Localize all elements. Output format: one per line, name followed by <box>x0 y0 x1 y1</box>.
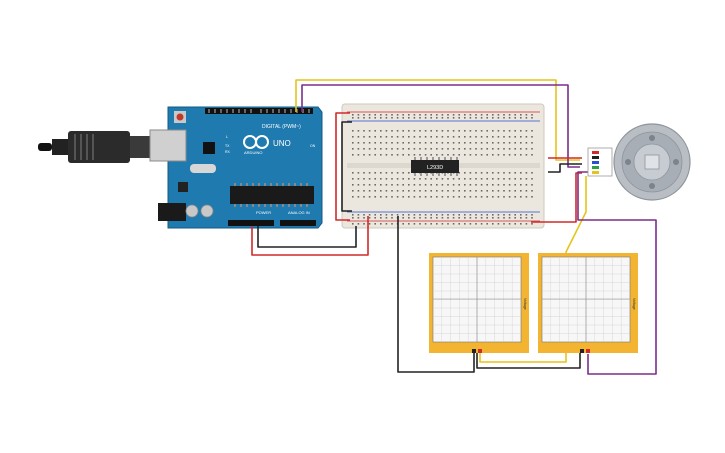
wire-yellow-top[interactable] <box>295 79 580 161</box>
arduino-logo <box>243 135 269 149</box>
usb-port <box>149 129 187 162</box>
plotter-terminal-negative[interactable] <box>472 349 476 353</box>
wire-purple-top[interactable] <box>301 84 580 168</box>
motor-connector <box>587 147 613 177</box>
plotter-axis-label: Voltage <box>523 298 527 310</box>
led-rx-label: RX <box>225 150 231 154</box>
wire-purple-plotter[interactable] <box>577 171 657 375</box>
wire-black-gnd[interactable] <box>257 226 357 248</box>
plotter-terminal-negative[interactable] <box>580 349 584 353</box>
plotter-1[interactable]: Voltage <box>429 253 529 353</box>
led-on-label: ON <box>310 144 316 148</box>
plotter-terminal-positive[interactable] <box>586 349 590 353</box>
wire-red-5v[interactable] <box>251 216 369 256</box>
wire-red-motor-lower[interactable] <box>531 172 582 223</box>
dc-motor[interactable] <box>587 123 691 201</box>
wires[interactable] <box>251 79 657 375</box>
atmega-chip <box>230 186 314 204</box>
led-l-label: L <box>226 135 228 139</box>
plotter-terminal-positive[interactable] <box>478 349 482 353</box>
power-header-label: POWER <box>256 210 271 215</box>
l293d-chip[interactable]: L293D <box>411 157 459 176</box>
usb-chip <box>203 142 215 154</box>
wire-black-motor[interactable] <box>548 163 582 173</box>
wire-red-rail-left[interactable] <box>335 112 350 221</box>
model-label: UNO <box>273 139 291 148</box>
analog-header-pins <box>280 220 316 226</box>
breadboard-holes[interactable] <box>352 114 533 225</box>
plotter-axis-label: Voltage <box>632 298 636 310</box>
led-tx-label: TX <box>225 144 230 148</box>
reset-button[interactable] <box>176 113 184 121</box>
brand-label: ARDUINO <box>244 150 262 155</box>
digital-header-pins <box>205 108 313 114</box>
wire-black-plotter-link[interactable] <box>476 352 581 369</box>
capacitor <box>185 204 199 218</box>
chip-label: L293D <box>427 165 443 171</box>
arduino-uno-board[interactable]: DIGITAL (PWM~) UNO ARDUINO L TX RX ON <box>149 106 323 229</box>
crystal-oscillator <box>190 164 216 173</box>
digital-header-label: DIGITAL (PWM~) <box>262 124 301 130</box>
analog-header-label: ANALOG IN <box>288 210 310 215</box>
power-header-pins <box>228 220 274 226</box>
plotter-2[interactable]: Voltage <box>538 253 638 353</box>
capacitor <box>200 204 214 218</box>
power-jack <box>158 203 186 221</box>
motor-shaft <box>644 154 660 170</box>
wire-black-plotter1[interactable] <box>397 216 475 373</box>
wire-black-rail-left[interactable] <box>341 121 352 212</box>
